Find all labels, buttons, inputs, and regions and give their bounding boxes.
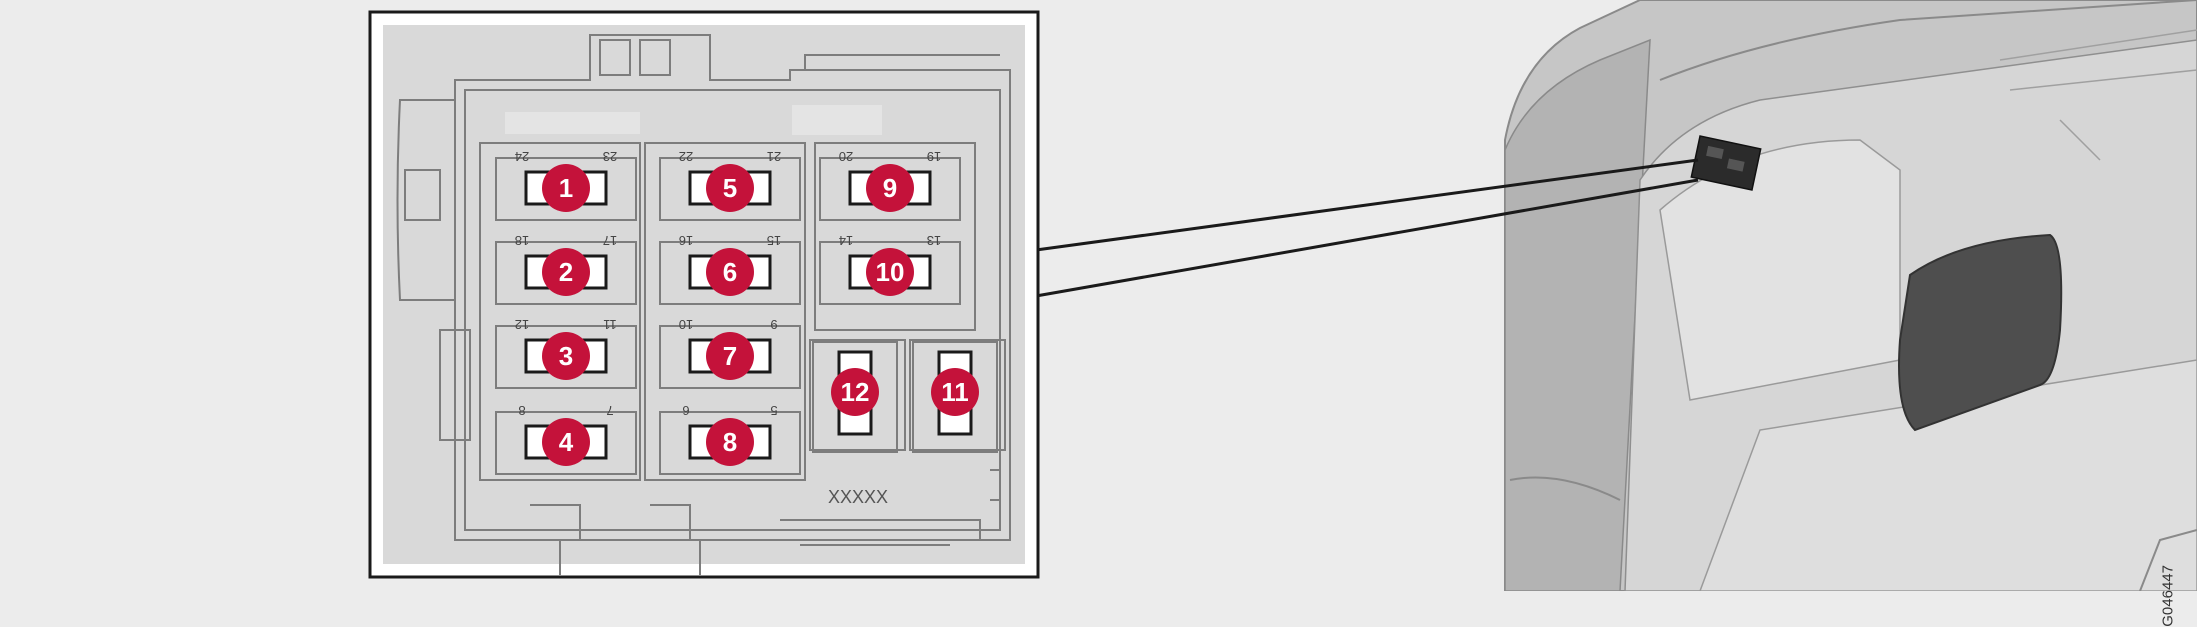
fuse-box-in-car (1690, 135, 1762, 191)
callout-circle (542, 332, 590, 380)
callout-circle (542, 418, 590, 466)
callout-number: 11 (941, 377, 969, 407)
slot-number: 6 (682, 403, 689, 418)
callout-line (1035, 158, 1699, 298)
callout-number: 8 (723, 427, 737, 457)
callout-circle (542, 248, 590, 296)
slot-number: 12 (515, 317, 529, 332)
fuse-holder (819, 241, 961, 305)
slot-number: 8 (518, 403, 525, 418)
side-panel (1659, 139, 1901, 401)
part-marking: XXXXX (828, 487, 888, 507)
fuse-holder (819, 157, 961, 221)
slot-number: 21 (767, 149, 781, 164)
callout-number: 12 (841, 377, 870, 407)
trim-detail (1999, 29, 2197, 161)
rear-pillar (1504, 38, 1651, 592)
callout-circle (866, 248, 914, 296)
fuse-holder (495, 157, 637, 221)
slot-number: 11 (603, 317, 617, 332)
fuse-box-diagram (396, 34, 1011, 575)
bumper-edge (2139, 529, 2197, 592)
slot-number: 16 (679, 233, 693, 248)
image-code: G046447 (2160, 565, 2177, 627)
slot-number: 19 (927, 149, 941, 164)
callout-number: 5 (723, 173, 737, 203)
callout-circle (706, 418, 754, 466)
callout-circle (706, 248, 754, 296)
callout-number: 4 (559, 427, 574, 457)
callout-number: 10 (876, 257, 905, 287)
callout-circle (931, 368, 979, 416)
fuse-holder (659, 157, 801, 221)
callout-circle (866, 164, 914, 212)
slot-number: 10 (679, 317, 693, 332)
callout-circle (706, 332, 754, 380)
callout-number: 3 (559, 341, 573, 371)
slot-number: 20 (839, 149, 853, 164)
fuse-holder (495, 411, 637, 475)
slot-number: 5 (770, 403, 777, 418)
slot-number: 15 (767, 233, 781, 248)
slot-number: 24 (515, 149, 529, 164)
fuse-holder (659, 325, 801, 389)
fuse-box-panel (368, 10, 1040, 579)
slot-number: 22 (679, 149, 693, 164)
cargo-area-illustration (1504, 0, 2197, 592)
slot-number: 9 (770, 317, 777, 332)
callout-number: 9 (883, 173, 897, 203)
slot-number: 14 (839, 233, 853, 248)
callout-number: 6 (723, 257, 737, 287)
callout-number: 1 (559, 173, 573, 203)
callout-circle (831, 368, 879, 416)
slot-number: 23 (603, 149, 617, 164)
fuse-holder (659, 411, 801, 475)
fuse-holder (659, 241, 801, 305)
fuse-holder (495, 325, 637, 389)
slot-number: 7 (606, 403, 613, 418)
slot-number: 13 (927, 233, 941, 248)
slot-number: 18 (515, 233, 529, 248)
slot-number: 17 (603, 233, 617, 248)
fuse-holder (495, 241, 637, 305)
callout-circle (706, 164, 754, 212)
fuse-holder (912, 341, 998, 453)
upper-trim (1659, 0, 2197, 81)
cargo-opening (1898, 233, 2063, 432)
callout-circle (542, 164, 590, 212)
callout-number: 2 (559, 257, 573, 287)
fuse-holder (812, 341, 898, 453)
lower-trim (1509, 476, 1621, 501)
callout-number: 7 (723, 341, 737, 371)
